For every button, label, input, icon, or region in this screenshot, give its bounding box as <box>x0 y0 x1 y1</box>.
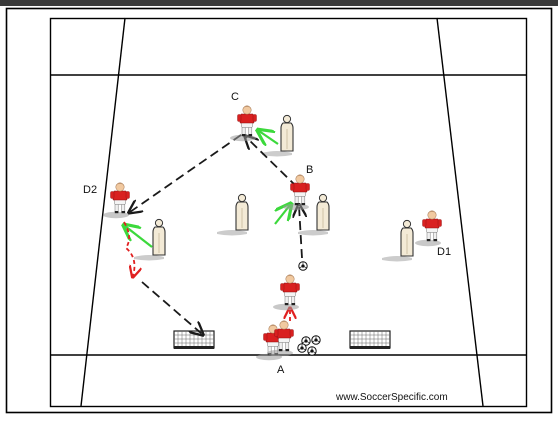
player-a-label: A <box>277 364 285 376</box>
soccer-ball-icon <box>298 344 306 352</box>
player-b-label: B <box>306 164 313 176</box>
soccer-ball-icon <box>308 347 316 355</box>
drill-diagram: C B D2 D1 A www.SoccerSpecific.com <box>0 6 558 419</box>
player-c-label: C <box>231 91 239 103</box>
watermark-text: www.SoccerSpecific.com <box>335 392 448 403</box>
soccer-ball-icon <box>299 262 307 270</box>
mini-goal-icon <box>350 331 390 349</box>
player-d2-label: D2 <box>83 184 97 196</box>
soccer-ball-icon <box>312 336 320 344</box>
player-d1-label: D1 <box>437 246 451 258</box>
mini-goal-icon <box>174 331 214 349</box>
